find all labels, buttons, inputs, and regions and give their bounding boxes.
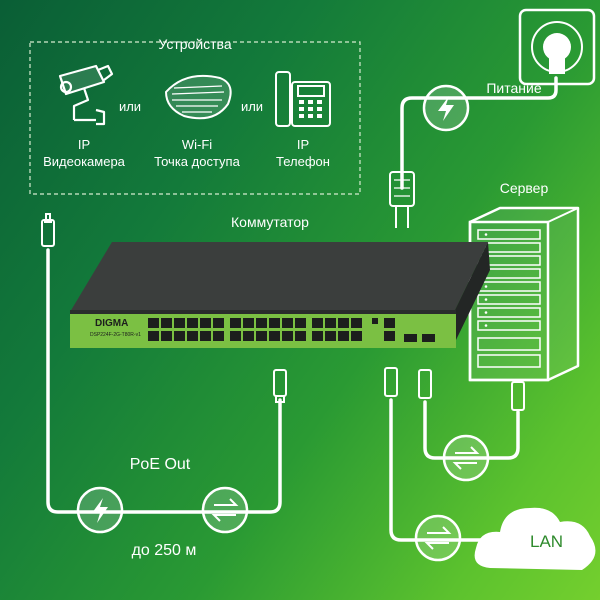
power-plug-icon <box>389 171 415 228</box>
network-switch <box>70 242 490 348</box>
rj45-plug-icon <box>273 369 287 403</box>
ip-camera-icon <box>58 64 114 126</box>
data-exchange-icon <box>442 434 490 482</box>
lan-cloud-icon <box>474 507 596 570</box>
wifi-access-point-icon <box>164 74 232 120</box>
devices-box <box>29 41 361 195</box>
rj45-plug-icon <box>511 381 525 411</box>
data-exchange-icon <box>414 514 462 562</box>
switch-model: DSP224F-2G-T80R-v1 <box>90 332 141 338</box>
devices-title: Устройства <box>158 36 232 52</box>
phone-label-line2: Телефон <box>276 154 330 169</box>
switch-label: Коммутатор <box>231 214 309 230</box>
lightning-icon <box>422 84 470 132</box>
ap-label: Wi-Fi Точка доступа <box>142 136 252 170</box>
rj45-port-group <box>148 318 435 342</box>
cables <box>46 76 558 542</box>
lightning-icon <box>76 486 124 534</box>
server-label: Сервер <box>499 180 549 196</box>
switch-brand: DIGMA <box>95 318 129 329</box>
ap-label-line2: Точка доступа <box>154 154 240 169</box>
lan-label: LAN <box>530 532 564 551</box>
phone-label-line1: IP <box>296 137 310 152</box>
poe-label: PoE Out <box>129 456 191 473</box>
camera-label-line2: Видеокамера <box>43 154 125 169</box>
wall-socket-icon <box>518 8 596 86</box>
or-label: или <box>118 99 142 114</box>
server-rack-icon <box>468 206 580 382</box>
or-label: или <box>240 99 264 114</box>
camera-label: IP Видеокамера <box>34 136 134 170</box>
distance-label: до 250 м <box>131 542 197 559</box>
rj45-plug-icon <box>384 367 398 397</box>
rj45-plug-icon <box>41 213 55 247</box>
camera-label-line1: IP <box>77 137 91 152</box>
data-exchange-icon <box>201 486 249 534</box>
ap-label-line1: Wi-Fi <box>181 137 213 152</box>
power-label: Питание <box>486 80 542 96</box>
ip-phone-icon <box>275 71 331 127</box>
rj45-plug-icon <box>418 369 432 399</box>
phone-label: IP Телефон <box>258 136 348 170</box>
